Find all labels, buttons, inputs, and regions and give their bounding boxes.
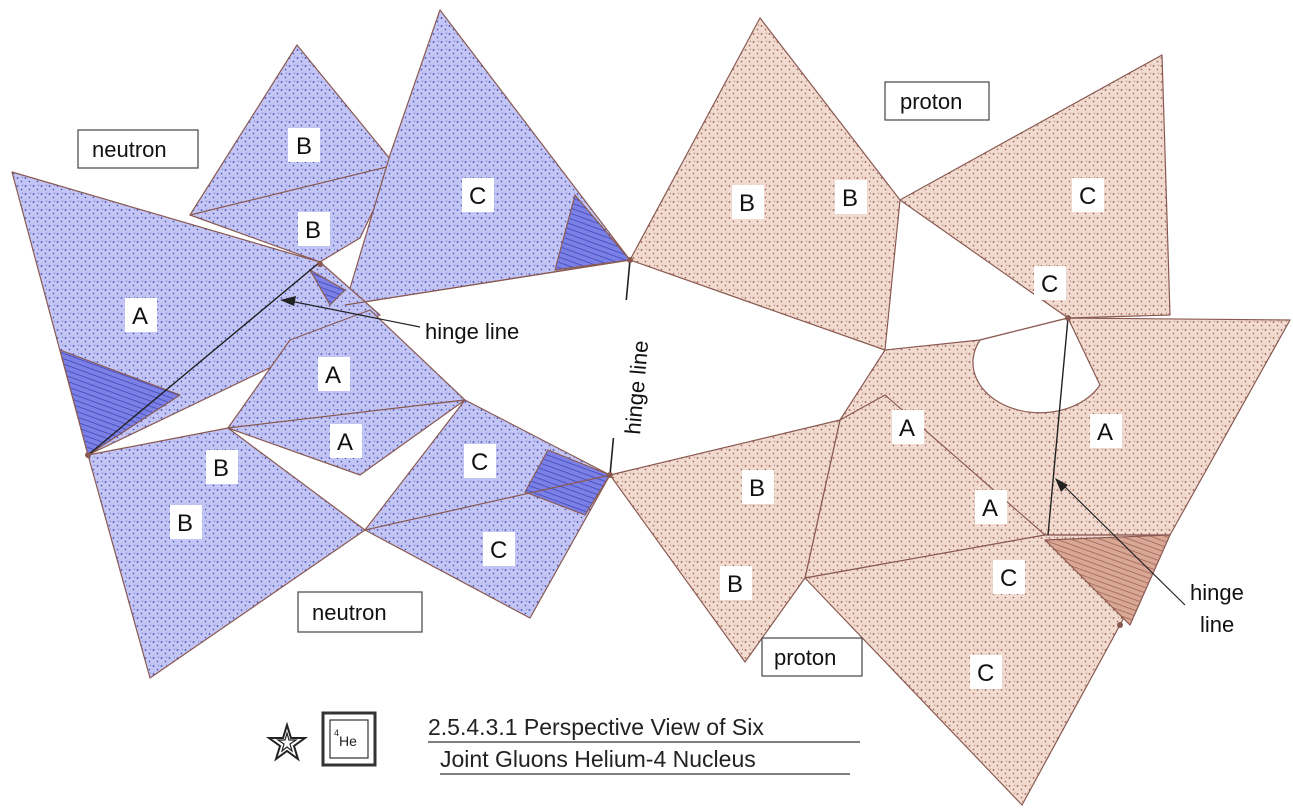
- he4-superscript: 4: [334, 728, 339, 738]
- hinge-left-label: hinge line: [425, 319, 519, 344]
- hinge-labels: hinge line hinge line hinge line: [422, 300, 1256, 642]
- caption-line-2: Joint Gluons Helium-4 Nucleus: [440, 746, 756, 772]
- hinge-right-pointer: [1059, 481, 1186, 606]
- neutron-top-box: [77, 129, 199, 169]
- neutron-left-a-shade: [59, 349, 181, 456]
- face-label-a: A: [132, 303, 148, 330]
- face-label-c: C: [1041, 271, 1058, 298]
- proton-bottom-b-face: [609, 419, 841, 663]
- proton-top-label: proton: [900, 89, 962, 114]
- neutron-top-c-shade: [554, 194, 631, 271]
- proton-top-c-face: [899, 54, 1171, 319]
- boxed-labels: neutron neutron proton proton: [77, 81, 990, 677]
- face-label-b: B: [739, 190, 755, 217]
- face-labels: B B C A A A B C B C B B C C A A B A B C …: [125, 128, 1122, 689]
- central-connector-top: [344, 259, 631, 306]
- proton-vertex-dot: [1065, 315, 1071, 321]
- central-vertex-bottom: [607, 472, 613, 478]
- proton-top-box: [884, 81, 990, 121]
- face-label-b: B: [177, 510, 193, 537]
- neutron-bottom-label: neutron: [312, 600, 387, 625]
- face-label-c: C: [469, 183, 486, 210]
- he4-element: He: [339, 733, 357, 749]
- central-connector-bottom: [364, 474, 611, 531]
- face-label-b: B: [305, 217, 321, 244]
- neutron-top-b-lower: [189, 164, 396, 263]
- neutron-vertex-dot: [317, 261, 323, 267]
- caption: 4 He 2.5.4.3.1 Perspective View of Six J…: [265, 711, 860, 775]
- face-label-c: C: [1000, 565, 1017, 592]
- face-label-a: A: [337, 429, 353, 456]
- caption-line-1: 2.5.4.3.1 Perspective View of Six: [428, 714, 764, 740]
- hinge-right-arrowhead: [1055, 478, 1068, 492]
- face-label-c: C: [471, 449, 488, 476]
- proton-vertex-dot-2: [1117, 622, 1123, 628]
- face-label-c: C: [1079, 183, 1096, 210]
- neutron-small-shade: [309, 269, 346, 306]
- proton-cutaway: [972, 317, 1101, 414]
- star-outline-icon: [265, 721, 309, 762]
- face-label-b: B: [749, 475, 765, 502]
- neutron-hinge-axis: [87, 261, 321, 456]
- proton-hinge-axis: [1047, 317, 1069, 536]
- face-label-a: A: [899, 415, 915, 442]
- proton-group: [609, 17, 1291, 806]
- neutron-bottom-c-shade: [524, 449, 611, 516]
- face-label-b: B: [213, 455, 229, 482]
- neutron-top-label: neutron: [92, 137, 167, 162]
- face-label-b: B: [842, 185, 858, 212]
- hinge-left-pointer: [284, 299, 421, 328]
- hinge-right-label-1: hinge: [1190, 580, 1244, 605]
- proton-bottom-box: [761, 637, 863, 677]
- proton-c-shade-bottom: [1044, 534, 1171, 626]
- face-label-b: B: [296, 133, 312, 160]
- star-inner-icon: [276, 730, 298, 753]
- neutron-bottom-box: [297, 591, 423, 633]
- face-label-a: A: [1097, 419, 1113, 446]
- face-label-c: C: [490, 537, 507, 564]
- he4-symbol-inner: [329, 719, 369, 759]
- hinge-left-arrowhead: [280, 296, 296, 306]
- neutron-group: [11, 9, 631, 679]
- proton-bottom-label: proton: [774, 645, 836, 670]
- face-label-c: C: [977, 660, 994, 687]
- neutron-vertex-dot-2: [85, 452, 91, 458]
- central-vertex-top: [627, 257, 633, 263]
- face-label-a: A: [982, 495, 998, 522]
- face-label-a: A: [325, 362, 341, 389]
- face-label-b: B: [727, 571, 743, 598]
- hinge-right-label-2: line: [1200, 612, 1234, 637]
